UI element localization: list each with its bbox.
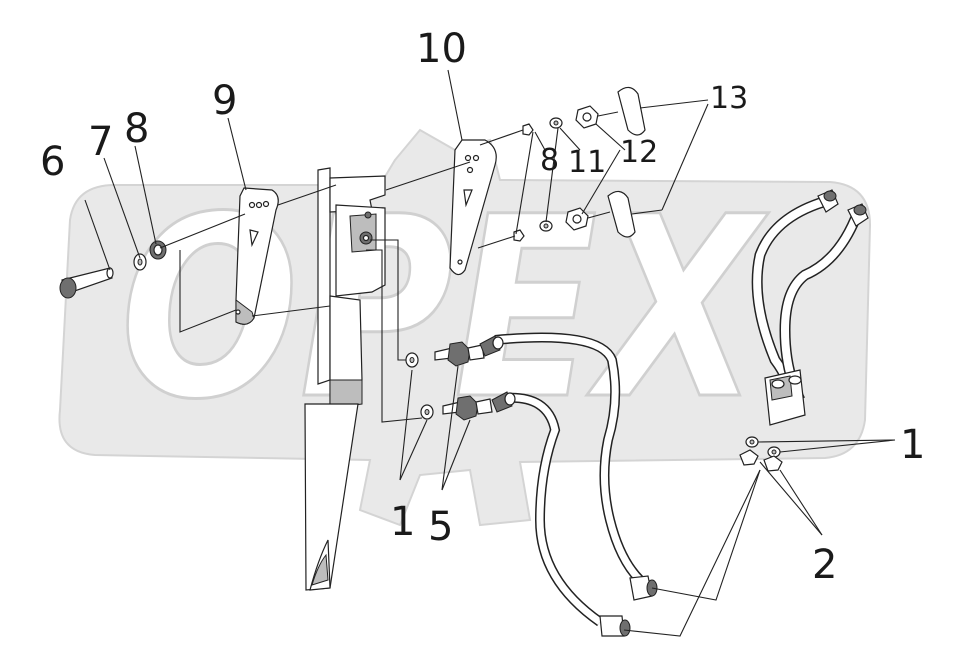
lever-assembly <box>304 167 386 591</box>
callout-7: 7 <box>88 119 113 165</box>
callout-10: 10 <box>416 26 467 72</box>
hardware-row-lower <box>513 207 589 242</box>
hose-end-upper <box>479 335 516 413</box>
callout-6: 6 <box>40 139 65 185</box>
callout-1-left: 1 <box>390 499 415 545</box>
callout-13: 13 <box>710 81 748 116</box>
hose-end-lower <box>599 575 658 637</box>
callout-labels: 6 7 8 9 10 8 11 12 13 1 5 1 2 <box>40 26 925 588</box>
hardware-row-upper <box>522 105 599 136</box>
leader-lines <box>84 69 896 536</box>
hose-lines <box>479 332 658 637</box>
callout-11: 11 <box>568 145 606 180</box>
bolt-part-6 <box>59 267 114 299</box>
callout-1-right: 1 <box>900 422 925 468</box>
fitting-group-left <box>405 341 493 421</box>
bracket-plate-part-9 <box>235 187 279 325</box>
washer-part-7 <box>133 253 147 271</box>
pin-part-13-upper <box>617 86 646 136</box>
bracket-plate-part-10 <box>449 139 497 276</box>
callout-2: 2 <box>812 542 837 588</box>
callout-8: 8 <box>124 106 149 152</box>
callout-12: 12 <box>620 135 658 170</box>
pin-part-13-lower <box>607 190 636 238</box>
callout-5: 5 <box>428 504 453 550</box>
callout-8b: 8 <box>540 143 559 178</box>
callout-9: 9 <box>212 78 237 124</box>
pipe-assembly-right <box>751 189 869 426</box>
return-lines <box>623 469 761 637</box>
nut-part-8 <box>149 240 167 260</box>
hardware-group-right <box>739 436 783 472</box>
